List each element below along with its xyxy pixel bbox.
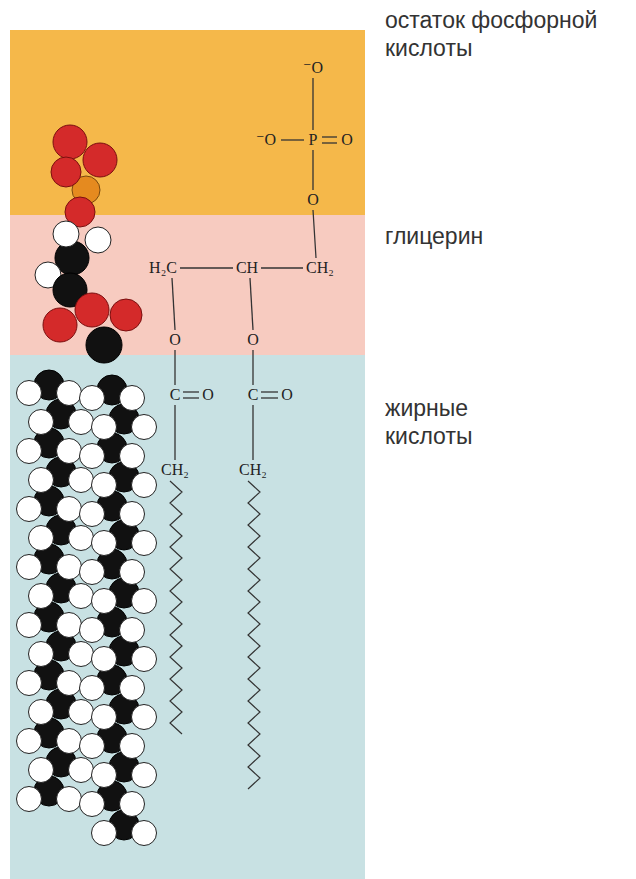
atom-sphere bbox=[57, 787, 82, 812]
atom-sphere bbox=[132, 473, 157, 498]
formula-atom: CH bbox=[236, 259, 258, 277]
atom-sphere bbox=[29, 410, 54, 435]
formula-atom: P bbox=[309, 131, 318, 149]
atom-sphere bbox=[69, 526, 94, 551]
atom-sphere bbox=[29, 468, 54, 493]
atom-sphere bbox=[132, 763, 157, 788]
atom-sphere bbox=[17, 787, 42, 812]
atom-sphere bbox=[120, 792, 145, 817]
atom-sphere bbox=[69, 410, 94, 435]
atom-sphere bbox=[92, 415, 117, 440]
formula-atom: O bbox=[307, 191, 319, 209]
space-filling-model bbox=[17, 125, 157, 846]
atom-sphere bbox=[80, 676, 105, 701]
glycerol-band bbox=[10, 215, 365, 356]
chemical-bonds bbox=[172, 78, 337, 460]
formula-atom: O bbox=[281, 386, 293, 404]
formula-atom: O bbox=[247, 331, 259, 349]
region-label: остаток фосфорной кислоты bbox=[385, 6, 633, 62]
atom-sphere bbox=[92, 473, 117, 498]
atom-sphere bbox=[17, 555, 42, 580]
atom-sphere bbox=[69, 468, 94, 493]
formula-atom: C bbox=[170, 386, 181, 404]
atom-sphere bbox=[17, 729, 42, 754]
atom-sphere bbox=[120, 502, 145, 527]
phosphate-band bbox=[10, 30, 365, 216]
atom-sphere bbox=[132, 705, 157, 730]
atom-sphere bbox=[57, 555, 82, 580]
formula-atom: H₂C bbox=[149, 259, 177, 277]
atom-sphere bbox=[120, 386, 145, 411]
zigzag-chain bbox=[248, 481, 260, 789]
atom-sphere bbox=[80, 386, 105, 411]
atom-sphere bbox=[80, 444, 105, 469]
formula-atom: C bbox=[248, 386, 259, 404]
atom-sphere bbox=[92, 705, 117, 730]
atom-sphere bbox=[29, 584, 54, 609]
formula-atom: ⁻O bbox=[256, 131, 276, 149]
atom-sphere bbox=[17, 439, 42, 464]
fatty-acid-band bbox=[10, 355, 365, 879]
atom-sphere bbox=[132, 821, 157, 846]
atom-sphere bbox=[92, 589, 117, 614]
atom-sphere bbox=[92, 531, 117, 556]
atom-sphere bbox=[92, 763, 117, 788]
atom-sphere bbox=[69, 700, 94, 725]
atom-sphere bbox=[80, 734, 105, 759]
atom-sphere bbox=[132, 589, 157, 614]
atom-sphere bbox=[132, 415, 157, 440]
region-label: жирные кислоты bbox=[385, 394, 515, 450]
atom-sphere bbox=[57, 381, 82, 406]
atom-sphere bbox=[17, 671, 42, 696]
atom-sphere bbox=[29, 526, 54, 551]
atom-sphere bbox=[80, 618, 105, 643]
region-label: глицерин bbox=[385, 222, 625, 250]
atom-sphere bbox=[69, 642, 94, 667]
formula-atom: ⁻O bbox=[303, 59, 323, 77]
atom-sphere bbox=[92, 647, 117, 672]
formula-atom: CH₂ bbox=[161, 461, 189, 479]
atom-sphere bbox=[29, 700, 54, 725]
atom-sphere bbox=[17, 613, 42, 638]
atom-sphere bbox=[132, 531, 157, 556]
atom-sphere bbox=[57, 671, 82, 696]
atom-sphere bbox=[17, 497, 42, 522]
atom-sphere bbox=[57, 439, 82, 464]
hydrocarbon-chains bbox=[170, 481, 260, 789]
atom-sphere bbox=[80, 792, 105, 817]
formula-atom: CH₂ bbox=[239, 461, 267, 479]
formula-atom: O bbox=[202, 386, 214, 404]
atom-sphere bbox=[57, 729, 82, 754]
atom-sphere bbox=[57, 613, 82, 638]
formula-atom: CH₂ bbox=[306, 259, 334, 277]
atom-sphere bbox=[69, 584, 94, 609]
zigzag-chain bbox=[170, 481, 182, 734]
atom-sphere bbox=[120, 676, 145, 701]
atom-sphere bbox=[29, 642, 54, 667]
atom-sphere bbox=[80, 502, 105, 527]
atom-sphere bbox=[80, 560, 105, 585]
atom-sphere bbox=[120, 444, 145, 469]
atom-sphere bbox=[120, 618, 145, 643]
atom-sphere bbox=[120, 560, 145, 585]
atom-sphere bbox=[120, 734, 145, 759]
atom-sphere bbox=[29, 758, 54, 783]
atom-sphere bbox=[132, 647, 157, 672]
atom-sphere bbox=[69, 758, 94, 783]
atom-sphere bbox=[17, 381, 42, 406]
formula-atom: O bbox=[341, 131, 353, 149]
atom-sphere bbox=[92, 821, 117, 846]
atom-sphere bbox=[57, 497, 82, 522]
formula-atom: O bbox=[169, 331, 181, 349]
